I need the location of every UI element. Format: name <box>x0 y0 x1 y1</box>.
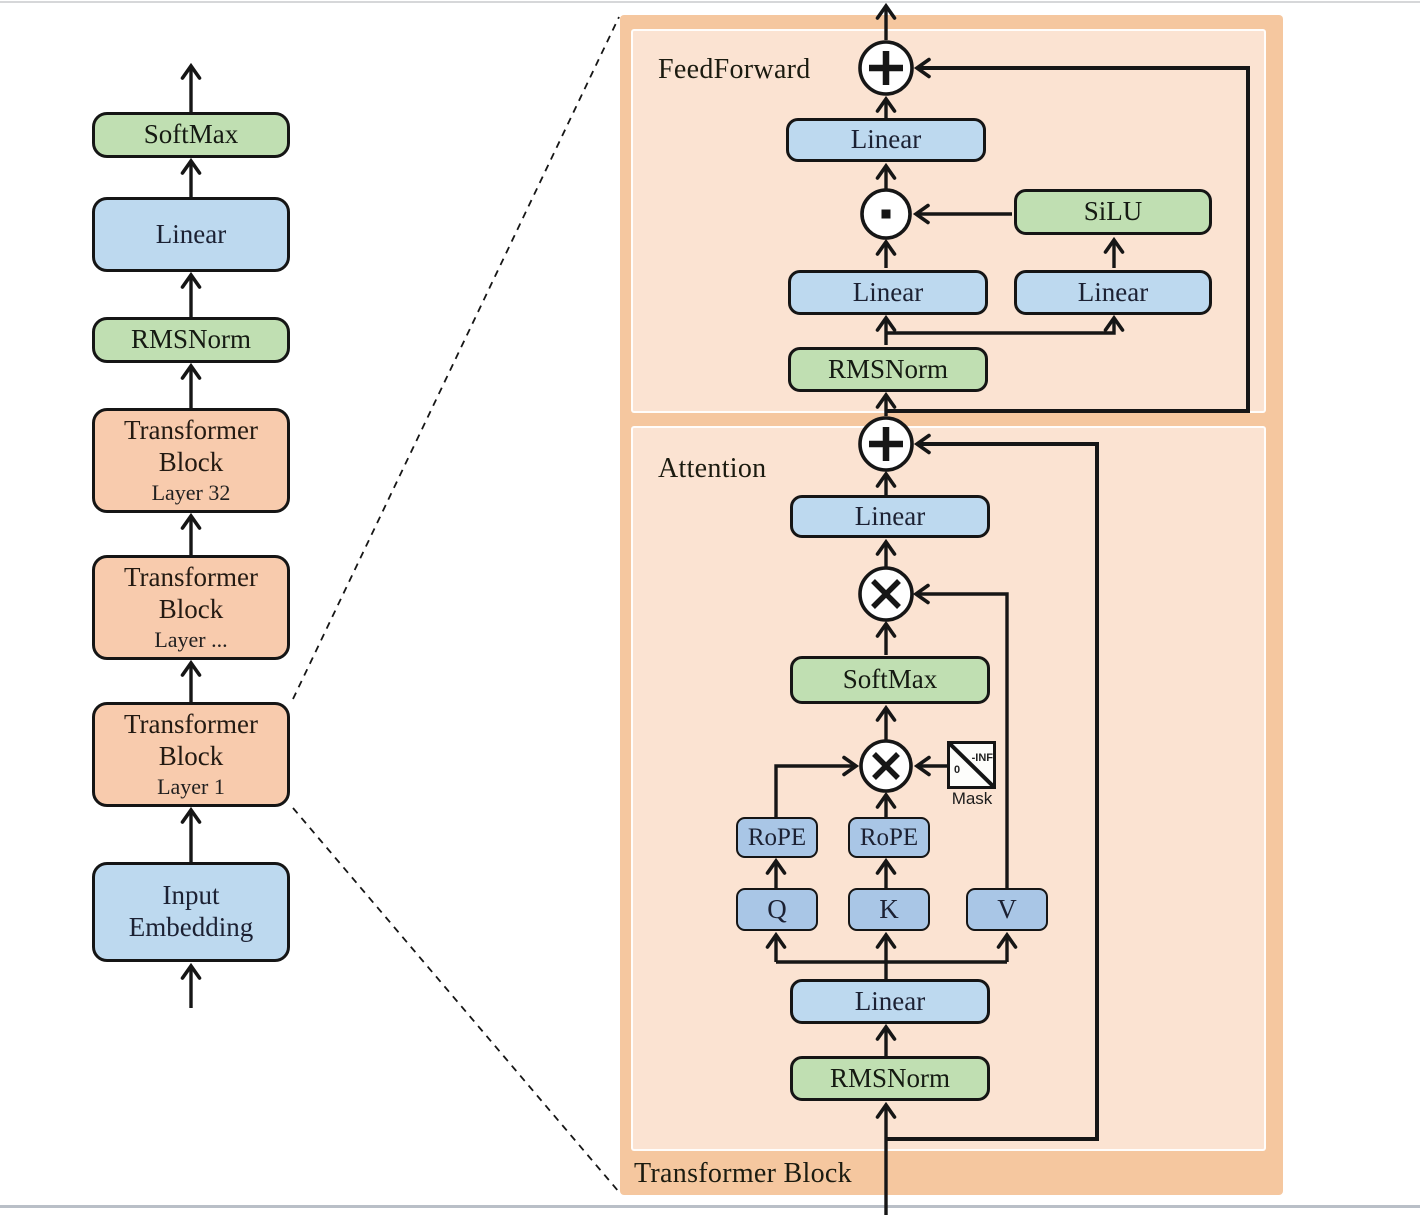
attn-softmax-block: SoftMax <box>790 656 990 704</box>
ff-linear-gate-label: Linear <box>852 276 924 307</box>
feedforward-section-title: FeedForward <box>658 54 811 85</box>
key-block: K <box>848 888 930 931</box>
transformer-block-mid-title: Transformer Block <box>124 562 258 625</box>
ff-linear-gate-block: Linear <box>788 270 988 315</box>
attention-matmul-operator-lower <box>859 739 913 793</box>
transformer-block-mid-layer: Layer ... <box>154 626 228 652</box>
attn-rmsnorm-label: RMSNorm <box>829 1062 951 1093</box>
value-path-wire <box>912 583 1009 888</box>
ff-linear-output-label: Linear <box>850 124 922 155</box>
key-label: K <box>879 893 899 924</box>
left-softmax-block: SoftMax <box>92 112 290 158</box>
ff-silu-block: SiLU <box>1014 189 1212 235</box>
ff-linear-up-label: Linear <box>1077 276 1149 307</box>
left-softmax-label: SoftMax <box>143 119 239 150</box>
transformer-block-32-layer: Layer 32 <box>151 479 231 505</box>
value-label: V <box>997 893 1017 924</box>
left-linear-block: Linear <box>92 197 290 272</box>
transformer-block-layer-32: Transformer Block Layer 32 <box>92 408 290 513</box>
mask-caption: Mask <box>951 789 993 808</box>
mask-neg-inf-label: -INF <box>971 752 993 764</box>
rope-q-block: RoPE <box>736 817 818 858</box>
ff-rmsnorm-block: RMSNorm <box>788 347 988 392</box>
query-block: Q <box>736 888 818 931</box>
ff-rmsnorm-label: RMSNorm <box>827 353 949 384</box>
left-rmsnorm-block: RMSNorm <box>92 317 290 363</box>
elementwise-product-operator <box>860 188 912 240</box>
attn-linear-input-block: Linear <box>790 979 990 1024</box>
causal-mask-box: -INF 0 <box>947 741 996 789</box>
left-linear-label: Linear <box>155 218 227 249</box>
attention-matmul-operator-upper <box>858 566 914 622</box>
transformer-block-1-layer: Layer 1 <box>157 773 225 799</box>
feedforward-residual-wire <box>886 57 1250 413</box>
attention-add-operator <box>858 416 914 472</box>
transformer-block-32-title: Transformer Block <box>124 415 258 478</box>
feedforward-add-operator <box>858 40 914 96</box>
attention-wires <box>765 433 1099 1215</box>
attn-rmsnorm-block: RMSNorm <box>790 1056 990 1101</box>
feedforward-wires <box>875 2 1250 416</box>
attention-section-title: Attention <box>658 453 767 484</box>
value-block: V <box>966 888 1048 931</box>
transformer-block-layer-mid: Transformer Block Layer ... <box>92 555 290 660</box>
window-top-border <box>0 1 1420 3</box>
rope-k-label: RoPE <box>859 823 919 851</box>
detail-panel-title: Transformer Block <box>634 1158 852 1189</box>
mask-diagonal <box>950 744 993 786</box>
query-label: Q <box>767 893 787 924</box>
window-bottom-border <box>0 1205 1420 1208</box>
attn-linear-output-block: Linear <box>790 495 990 538</box>
ff-silu-label: SiLU <box>1083 196 1143 227</box>
zoom-guide-lines <box>292 16 620 1193</box>
rope-k-block: RoPE <box>848 817 930 858</box>
transformer-block-layer-1: Transformer Block Layer 1 <box>92 702 290 807</box>
attn-linear-input-label: Linear <box>854 985 926 1016</box>
transformer-block-1-title: Transformer Block <box>124 709 258 772</box>
attn-linear-output-label: Linear <box>854 500 926 531</box>
query-path-wire <box>774 755 860 817</box>
input-embedding-label: Input Embedding <box>128 880 254 942</box>
rope-q-label: RoPE <box>747 823 807 851</box>
mask-zero-label: 0 <box>954 764 961 776</box>
attn-softmax-label: SoftMax <box>842 664 938 695</box>
left-rmsnorm-label: RMSNorm <box>130 324 252 355</box>
attention-residual-wire <box>886 433 1099 1141</box>
input-embedding-block: Input Embedding <box>92 862 290 962</box>
ff-linear-output-block: Linear <box>786 118 986 162</box>
ff-linear-up-block: Linear <box>1014 270 1212 315</box>
